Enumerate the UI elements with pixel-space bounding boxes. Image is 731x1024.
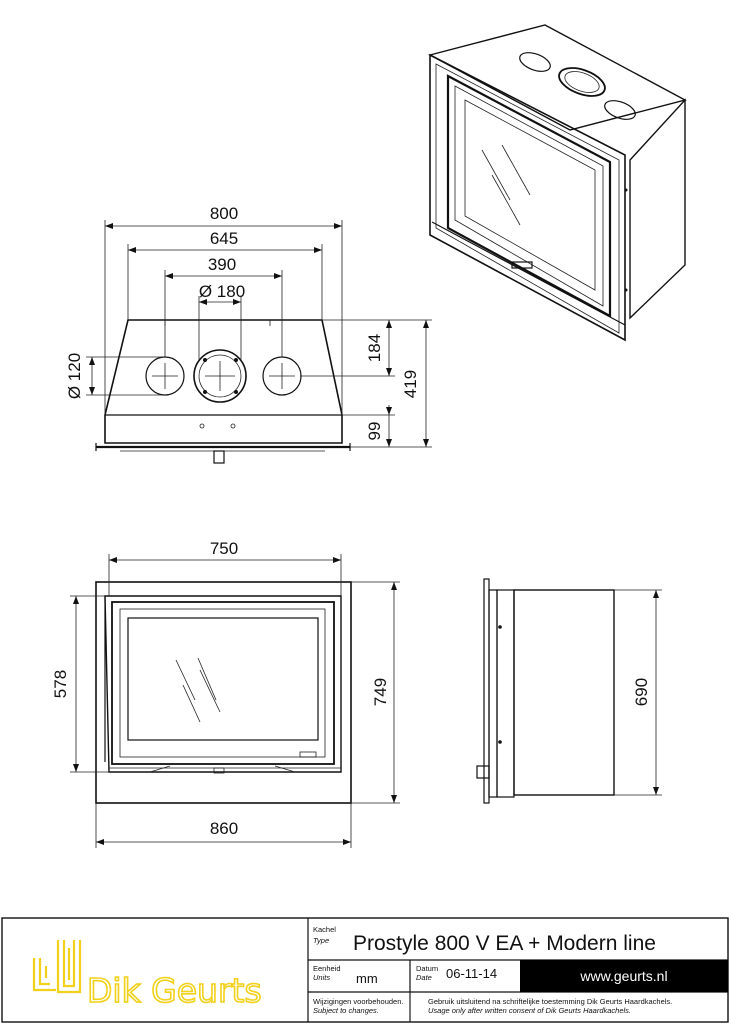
dim-diameter-180: Ø 180 — [199, 282, 245, 301]
dim-184: 184 — [365, 334, 384, 362]
dim-860: 860 — [210, 819, 238, 838]
side-view — [476, 578, 662, 804]
type-label: Kachel — [313, 925, 336, 934]
dim-749: 749 — [371, 678, 390, 706]
dim-578: 578 — [51, 670, 70, 698]
dim-750: 750 — [210, 539, 238, 558]
dim-390: 390 — [208, 255, 236, 274]
logo-text: Dik Geurts — [87, 971, 262, 1010]
dim-690: 690 — [632, 678, 651, 706]
consent-nl: Gebruik uitsluitend na schriftelijke toe… — [428, 997, 672, 1006]
date-label-en: Date — [416, 973, 432, 982]
title-block: Dik Geurts Kachel Type Prostyle 800 V EA… — [1, 917, 729, 1023]
front-view — [70, 554, 400, 848]
consent-en: Usage only after written consent of Dik … — [428, 1006, 631, 1015]
dimension-labels: 800 645 390 Ø 180 Ø 120 184 419 99 750 5… — [51, 204, 651, 838]
dim-800: 800 — [210, 204, 238, 223]
units-label-en: Units — [313, 973, 330, 982]
type-label-en: Type — [313, 936, 329, 945]
isometric-view — [428, 24, 687, 342]
dim-419: 419 — [401, 370, 420, 398]
top-view — [86, 220, 432, 464]
date-label: Datum — [416, 964, 438, 973]
website-link[interactable]: www.geurts.nl — [579, 968, 667, 984]
changes-en: Subject to changes. — [313, 1006, 379, 1015]
units-label: Eenheid — [313, 964, 341, 973]
type-value: Prostyle 800 V EA + Modern line — [353, 932, 656, 955]
date-value: 06-11-14 — [446, 966, 497, 981]
dim-645: 645 — [210, 229, 238, 248]
dim-diameter-120: Ø 120 — [65, 353, 84, 399]
dim-99: 99 — [365, 422, 384, 441]
changes-nl: Wijzigingen voorbehouden. — [313, 997, 403, 1006]
units-value: mm — [356, 971, 378, 986]
dik-geurts-logo: Dik Geurts — [32, 940, 262, 1011]
